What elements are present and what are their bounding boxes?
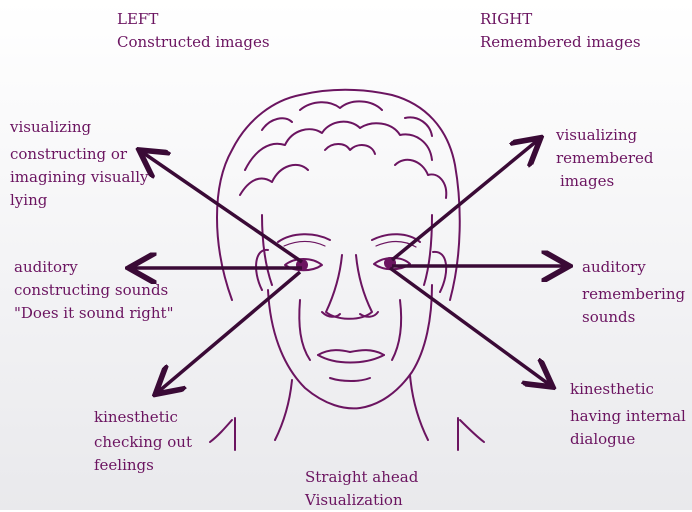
arrow-left-visual: [142, 152, 302, 262]
label-line: imagining visually: [10, 166, 149, 189]
label-line: visualizing: [10, 116, 149, 139]
label-left-kinesthetic: kinesthetic checking out feelings: [94, 406, 192, 477]
label-line: dialogue: [570, 428, 686, 451]
label-line: sounds: [582, 306, 685, 329]
label-right-auditory: auditory remembering sounds: [582, 256, 685, 329]
label-left-auditory: auditory constructing sounds "Does it so…: [14, 256, 173, 325]
label-right-kinesthetic: kinesthetic having internal dialogue: [570, 378, 686, 451]
face-outline: [210, 90, 484, 450]
label-line: constructing or: [10, 143, 149, 166]
label-right-visual: visualizing remembered images: [556, 124, 654, 193]
label-line: remembered: [556, 147, 654, 170]
label-left-visual: visualizing constructing or imagining vi…: [10, 116, 149, 212]
label-line: having internal: [570, 405, 686, 428]
label-line: feelings: [94, 454, 192, 477]
label-line: images: [556, 170, 654, 193]
label-line: lying: [10, 189, 149, 212]
arrow-right-visual: [392, 140, 538, 260]
eye-movement-arrows: [132, 140, 566, 392]
label-line: checking out: [94, 431, 192, 454]
label-line: Visualization: [305, 489, 418, 512]
header-left: LEFT Constructed images: [117, 8, 270, 54]
header-right-title: RIGHT: [480, 8, 641, 31]
label-line: auditory: [14, 256, 173, 279]
header-right: RIGHT Remembered images: [480, 8, 641, 54]
label-line: remembering: [582, 283, 685, 306]
label-line: kinesthetic: [94, 406, 192, 429]
header-left-subtitle: Constructed images: [117, 31, 270, 54]
label-line: auditory: [582, 256, 685, 279]
header-right-subtitle: Remembered images: [480, 31, 641, 54]
label-line: Straight ahead: [305, 466, 418, 489]
label-bottom: Straight ahead Visualization: [305, 466, 418, 512]
label-line: constructing sounds: [14, 279, 173, 302]
header-left-title: LEFT: [117, 8, 270, 31]
label-line: kinesthetic: [570, 378, 686, 401]
label-line: "Does it sound right": [14, 302, 173, 325]
label-line: visualizing: [556, 124, 654, 147]
